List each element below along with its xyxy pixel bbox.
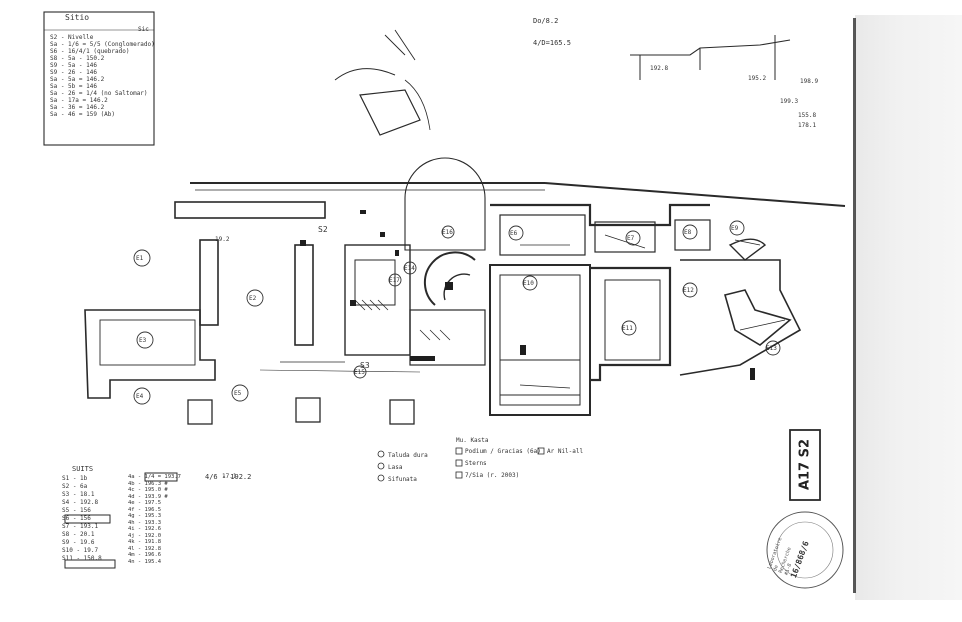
- drawing-sheet: [0, 0, 855, 600]
- bottom-left-table: S1 - 1b S2 - 6a S3 - 18.1 S4 - 192.8 S5 …: [62, 475, 102, 563]
- table-row: S3 - 18.1: [62, 491, 95, 498]
- room-number: S3: [360, 361, 370, 370]
- table-row: 4b - 196.3 #: [128, 480, 168, 487]
- table-row: S9 - 19.6: [62, 539, 95, 546]
- bottom-left-table-title: SUITS: [72, 465, 94, 473]
- elevation-note: 155.8: [798, 112, 817, 119]
- table-row: 4d - 193.9 #: [128, 493, 168, 500]
- elevation-note: 195.2: [748, 75, 767, 82]
- top-note-2: 4/D=165.5: [533, 39, 571, 47]
- elevation-note: 17.1: [222, 473, 237, 480]
- elevation-note: 192.8: [650, 65, 669, 72]
- room-number: E12: [683, 287, 694, 294]
- elevation-note: 198.9: [800, 78, 819, 85]
- room-number: E9: [731, 225, 739, 232]
- header-line: S9 - 5a - 146: [50, 62, 97, 69]
- header-box-lines: S2 - Nivelle Sa - 1/6 = 5/5 (Conglomerad…: [50, 34, 155, 118]
- legend-symbol: Lasa: [388, 464, 403, 471]
- room-number: E4: [136, 393, 144, 400]
- legend-symbol: Taluda dura: [388, 452, 428, 459]
- legend-item: Ar Nil-all: [547, 448, 584, 455]
- legend-symbol: Sifunata: [388, 476, 417, 483]
- table-row: S8 - 20.1: [62, 531, 95, 538]
- header-box: [43, 11, 155, 146]
- legend-item: Sterns: [465, 460, 487, 467]
- table-row: 4m - 196.6: [128, 552, 162, 558]
- bottom-note: 4/6 - 192.2: [205, 473, 252, 481]
- room-number: E17: [389, 277, 400, 284]
- room-number: E10: [523, 280, 534, 287]
- table-row: 4f - 196.5: [128, 506, 162, 513]
- header-line: Sa - 5a = 146.2: [50, 76, 105, 83]
- table-row: S4 - 192.8: [62, 499, 99, 506]
- room-number: E7: [627, 235, 635, 242]
- header-line: Sa - 5b = 146: [50, 83, 97, 90]
- table-row: 4j - 192.0: [128, 532, 162, 539]
- room-number: E6: [510, 230, 518, 237]
- legend-item: Podium / Gracias (6a): [465, 448, 541, 455]
- room-number: E13: [766, 345, 777, 352]
- bottom-mid-table: 4a - 1/4 = 193.7 4b - 196.3 # 4c - 195.0…: [128, 474, 181, 565]
- header-box-corner: Sic: [138, 26, 149, 33]
- table-row: 4n - 195.4: [128, 558, 162, 565]
- table-row: 4e - 197.5: [128, 500, 162, 506]
- table-row: 4c - 195.0 #: [128, 487, 168, 493]
- room-number: E8: [684, 229, 692, 236]
- room-number: E16: [442, 229, 453, 236]
- header-line: S8 - 5a - 150.2: [50, 55, 105, 62]
- header-line: Sa - 17a = 146.2: [50, 97, 108, 104]
- top-note-1: Do/8.2: [533, 17, 559, 25]
- header-line: Sa - 1/6 = 5/5 (Conglomerado): [50, 41, 155, 48]
- table-row: 4k - 191.8: [128, 539, 162, 545]
- table-row: S1 - 1b: [62, 475, 88, 482]
- sheet-edge: [853, 18, 856, 593]
- room-number: E2: [249, 295, 257, 302]
- header-line: S9 - 26 - 146: [50, 69, 97, 76]
- table-row: S7 - 193.1: [62, 523, 99, 530]
- table-row: S2 - 6a: [62, 483, 88, 490]
- header-line: S2 - Nivelle: [50, 34, 94, 41]
- room-number: E5: [234, 390, 242, 397]
- header-box-title: Sitio: [65, 13, 90, 22]
- elevation-note: 19.2: [215, 236, 230, 243]
- room-number: E3: [139, 337, 147, 344]
- header-line: S6 - 16/4/1 (quebrado): [50, 48, 130, 55]
- table-row: S11 - 150.8: [62, 555, 102, 562]
- header-line: Sa - 36 = 146.2: [50, 104, 105, 111]
- table-row: S10 - 19.7: [62, 547, 99, 554]
- table-row: 4a - 1/4 = 193.7: [128, 474, 181, 480]
- room-number: S2: [318, 225, 328, 234]
- legend-title: Mu. Kasta: [456, 437, 489, 444]
- table-row: 4h - 193.3: [128, 519, 162, 526]
- elevation-note: 178.1: [798, 122, 817, 129]
- room-number: E1: [136, 255, 144, 262]
- room-number: E15: [354, 369, 365, 376]
- room-number: E11: [622, 325, 633, 332]
- header-line: Sa - 26 = 1/4 (no Saltomar): [50, 90, 148, 97]
- table-row: S5 - 156: [62, 507, 91, 514]
- legend-item: 7/Sia (r. 2003): [465, 472, 520, 479]
- elevation-note: 199.3: [780, 98, 799, 105]
- table-row: 4l - 192.8: [128, 545, 162, 552]
- table-row: 4i - 192.6: [128, 526, 162, 532]
- scan-margin: [855, 15, 962, 600]
- room-number: E14: [404, 265, 415, 272]
- sheet-label: A17 S2: [797, 438, 813, 491]
- table-row: S6 - 156: [62, 515, 91, 522]
- header-line: Sa - 46 = 159 (Ab): [50, 111, 116, 118]
- table-row: 4g - 195.3: [128, 513, 162, 519]
